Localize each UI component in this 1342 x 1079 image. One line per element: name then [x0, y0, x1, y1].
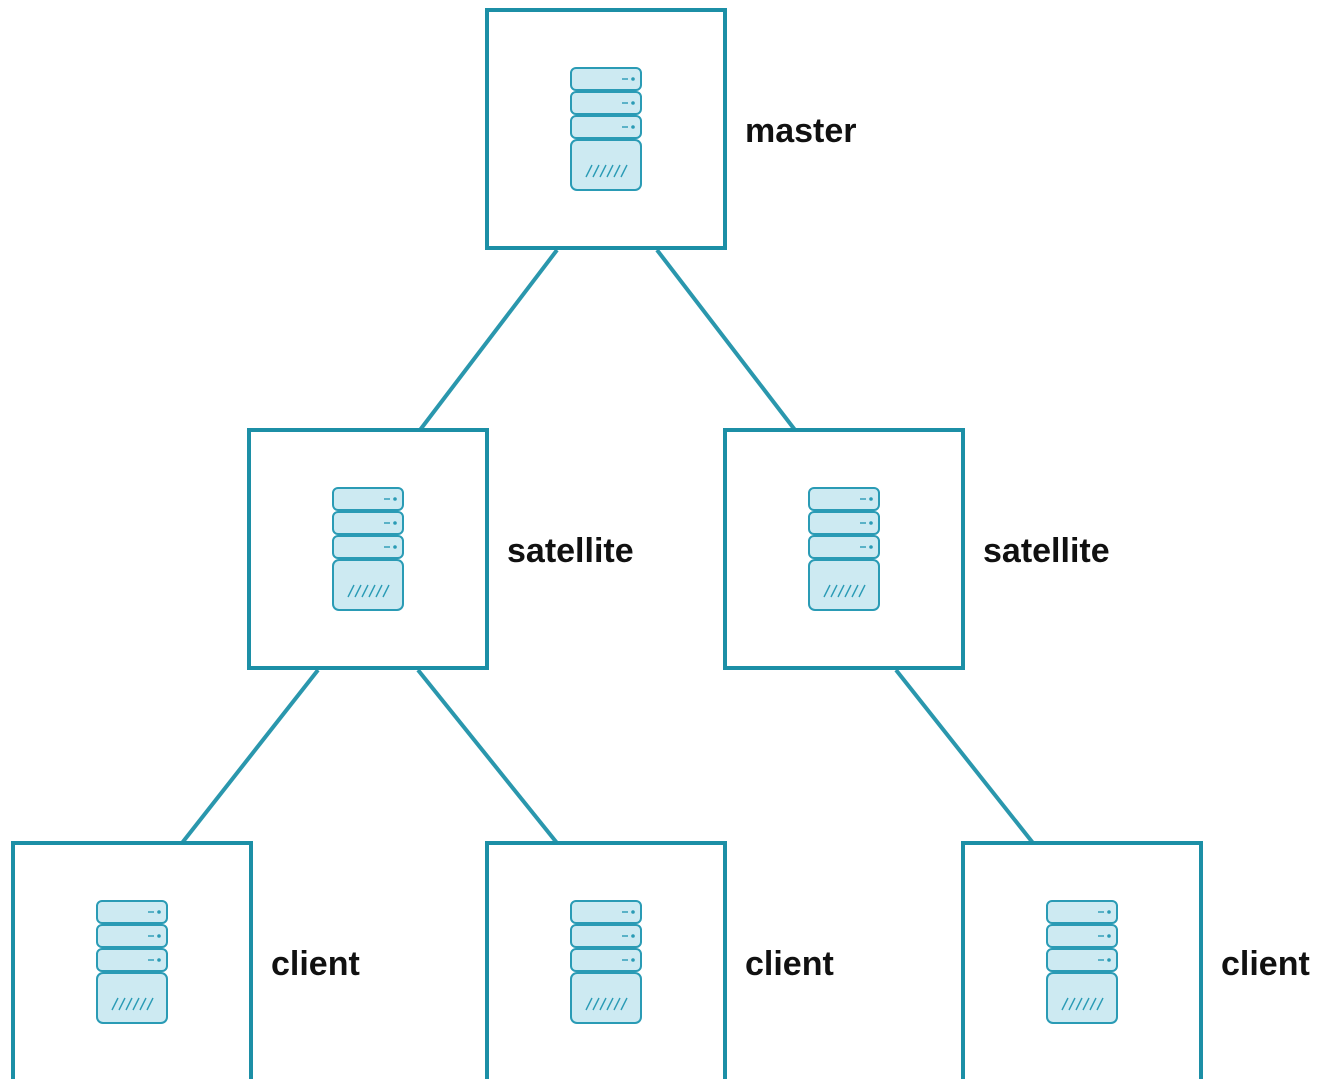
server-icon: [1046, 900, 1118, 1024]
edges-layer: [180, 248, 1035, 845]
nodes-layer: master satellite satellite client client clie…: [11, 8, 1310, 1079]
edge-satellite-left-to-client-1: [180, 668, 320, 845]
node-client-3: client: [961, 841, 1310, 1079]
node-label-client-3: client: [1221, 945, 1310, 983]
node-satellite-right: satellite: [723, 428, 1110, 670]
edge-master-to-satellite-right: [655, 248, 797, 432]
node-satellite-left: satellite: [247, 428, 634, 670]
node-master: master: [485, 8, 857, 250]
node-label-master: master: [745, 112, 857, 150]
edge-satellite-left-to-client-2: [416, 668, 559, 845]
server-icon: [570, 67, 642, 191]
edge-satellite-right-to-client-3: [894, 668, 1035, 845]
node-client-2: client: [485, 841, 834, 1079]
edge-master-to-satellite-left: [418, 248, 559, 432]
server-icon: [570, 900, 642, 1024]
server-icon: [332, 487, 404, 611]
node-client-1: client: [11, 841, 360, 1079]
server-icon: [808, 487, 880, 611]
node-label-client-1: client: [271, 945, 360, 983]
server-icon: [96, 900, 168, 1024]
node-label-satellite-right: satellite: [983, 532, 1110, 570]
node-label-satellite-left: satellite: [507, 532, 634, 570]
node-label-client-2: client: [745, 945, 834, 983]
